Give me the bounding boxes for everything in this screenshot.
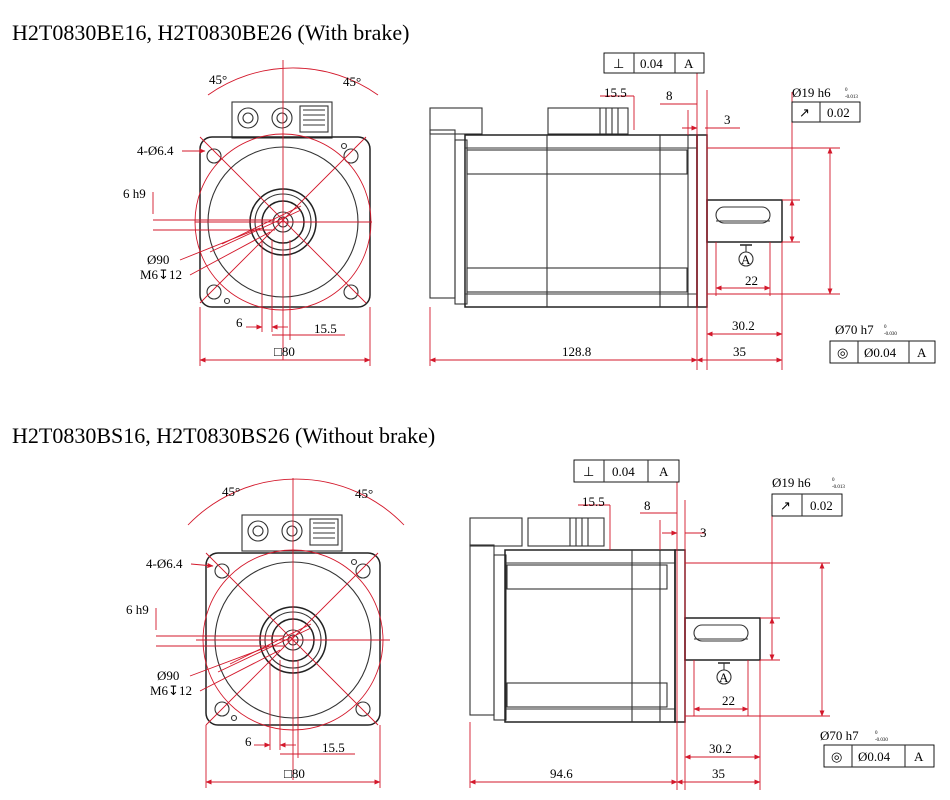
perp-symbol: ⊥ — [613, 56, 624, 71]
runout-tolerance: 0.02 — [810, 498, 833, 513]
square-size: □80 — [284, 766, 305, 781]
mount-hole — [214, 701, 230, 717]
mount-hole — [206, 284, 222, 300]
mount-hole — [355, 563, 371, 579]
connector-block — [231, 101, 333, 139]
thread-label: M6↧12 — [140, 267, 182, 282]
pcd-label: Ø90 — [147, 252, 169, 267]
concentricity-frame: ◎ Ø0.04 A — [829, 340, 936, 364]
shaft-diameter: Ø19 h6 — [792, 85, 831, 100]
conc-symbol: ◎ — [837, 345, 848, 360]
length-shaft: 35 — [712, 766, 725, 781]
pcd-label: Ø90 — [157, 668, 179, 683]
length-shaft: 35 — [733, 344, 746, 359]
perp-tolerance: 0.04 — [612, 464, 635, 479]
rear-cap — [429, 129, 456, 299]
front-flange — [696, 134, 708, 308]
key-width-label: 6 h9 — [123, 186, 146, 201]
side-view: 15.5 8 3 128.8 35 30.2 22 A ⊥ 0.04 A Ø19… — [429, 52, 936, 370]
section-without-brake: H2T0830BS16, H2T0830BS26 (Without brake) — [12, 423, 935, 790]
conc-datum: A — [914, 749, 924, 764]
square-size: □80 — [274, 344, 295, 359]
holes-label: 4-Ø6.4 — [137, 143, 174, 158]
front-view: 45° 45° 4-Ø6.4 6 h9 Ø90 M6↧12 6 15.5 □80 — [123, 60, 379, 366]
conc-tolerance: Ø0.04 — [858, 749, 891, 764]
mount-hole — [343, 284, 359, 300]
dim-15-5: 15.5 — [314, 321, 337, 336]
section-with-brake: H2T0830BE16, H2T0830BE26 (With brake) — [12, 20, 936, 370]
perp-symbol: ⊥ — [583, 464, 594, 479]
datum-a-text: A — [741, 252, 751, 267]
perp-datum: A — [659, 464, 669, 479]
perp-datum: A — [684, 56, 694, 71]
spigot-tol-upper: 0 — [875, 731, 878, 736]
shaft-tol-upper: 0 — [832, 478, 835, 483]
key-length: 22 — [722, 693, 735, 708]
dim-3: 3 — [700, 525, 707, 540]
datum-a-symbol — [716, 669, 732, 685]
side-view: 15.5 8 3 94.6 35 30.2 22 A ⊥ 0.04 A Ø19 … — [469, 459, 935, 790]
angle-label-left: 45° — [222, 484, 240, 499]
runout-symbol: ↗ — [780, 498, 791, 513]
perpendicularity-frame: ⊥ 0.04 A — [603, 52, 705, 74]
mount-hole — [206, 148, 222, 164]
dim-8: 8 — [666, 88, 673, 103]
shaft-diameter: Ø19 h6 — [772, 475, 811, 490]
datum-a-text: A — [719, 670, 729, 685]
shaft-tol-upper: 0 — [845, 88, 848, 93]
shaft-tol-lower: -0.013 — [832, 485, 845, 490]
front-flange — [674, 549, 686, 723]
conc-symbol: ◎ — [831, 749, 842, 764]
dim-15-5-side: 15.5 — [582, 494, 605, 509]
runout-symbol: ↗ — [799, 105, 810, 120]
section-title: H2T0830BS16, H2T0830BS26 (Without brake) — [12, 423, 435, 448]
dim-3: 3 — [724, 112, 731, 127]
spigot-diameter: Ø70 h7 — [820, 728, 859, 743]
front-view: 45° 45° 4-Ø6.4 6 h9 Ø90 M6↧12 6 15.5 □80 — [126, 478, 405, 788]
rear-cap — [469, 544, 495, 716]
connector-block — [241, 514, 343, 552]
datum-a-symbol — [738, 251, 754, 267]
runout-frame: ↗ 0.02 — [771, 493, 843, 517]
dim-15-5: 15.5 — [322, 740, 345, 755]
thread-label: M6↧12 — [150, 683, 192, 698]
length-body: 128.8 — [562, 344, 591, 359]
shaft-tol-lower: -0.013 — [845, 95, 858, 100]
key-length: 22 — [745, 273, 758, 288]
concentricity-frame: ◎ Ø0.04 A — [823, 744, 935, 768]
dim-6: 6 — [236, 315, 243, 330]
dim-6: 6 — [245, 734, 252, 749]
conc-datum: A — [917, 345, 927, 360]
mount-hole — [214, 563, 230, 579]
mount-hole — [355, 701, 371, 717]
key-width-label: 6 h9 — [126, 602, 149, 617]
angle-label-left: 45° — [209, 72, 227, 87]
length-30-2: 30.2 — [732, 318, 755, 333]
angle-label-right: 45° — [355, 486, 373, 501]
perpendicularity-frame: ⊥ 0.04 A — [573, 459, 680, 483]
spigot-diameter: Ø70 h7 — [835, 322, 874, 337]
dim-8: 8 — [644, 498, 651, 513]
angle-label-right: 45° — [343, 74, 361, 89]
dim-15-5-side: 15.5 — [604, 85, 627, 100]
runout-tolerance: 0.02 — [827, 105, 850, 120]
spigot-tol-lower: -0.030 — [875, 738, 888, 743]
spigot-tol-lower: -0.030 — [884, 332, 897, 337]
holes-label: 4-Ø6.4 — [146, 556, 183, 571]
length-30-2: 30.2 — [709, 741, 732, 756]
runout-frame: ↗ 0.02 — [791, 101, 861, 123]
spigot-tol-upper: 0 — [884, 325, 887, 330]
length-body: 94.6 — [550, 766, 573, 781]
motor-body — [504, 549, 676, 723]
perp-tolerance: 0.04 — [640, 56, 663, 71]
section-title: H2T0830BE16, H2T0830BE26 (With brake) — [12, 20, 410, 45]
mount-hole — [343, 148, 359, 164]
conc-tolerance: Ø0.04 — [864, 345, 897, 360]
motor-body — [464, 134, 698, 308]
